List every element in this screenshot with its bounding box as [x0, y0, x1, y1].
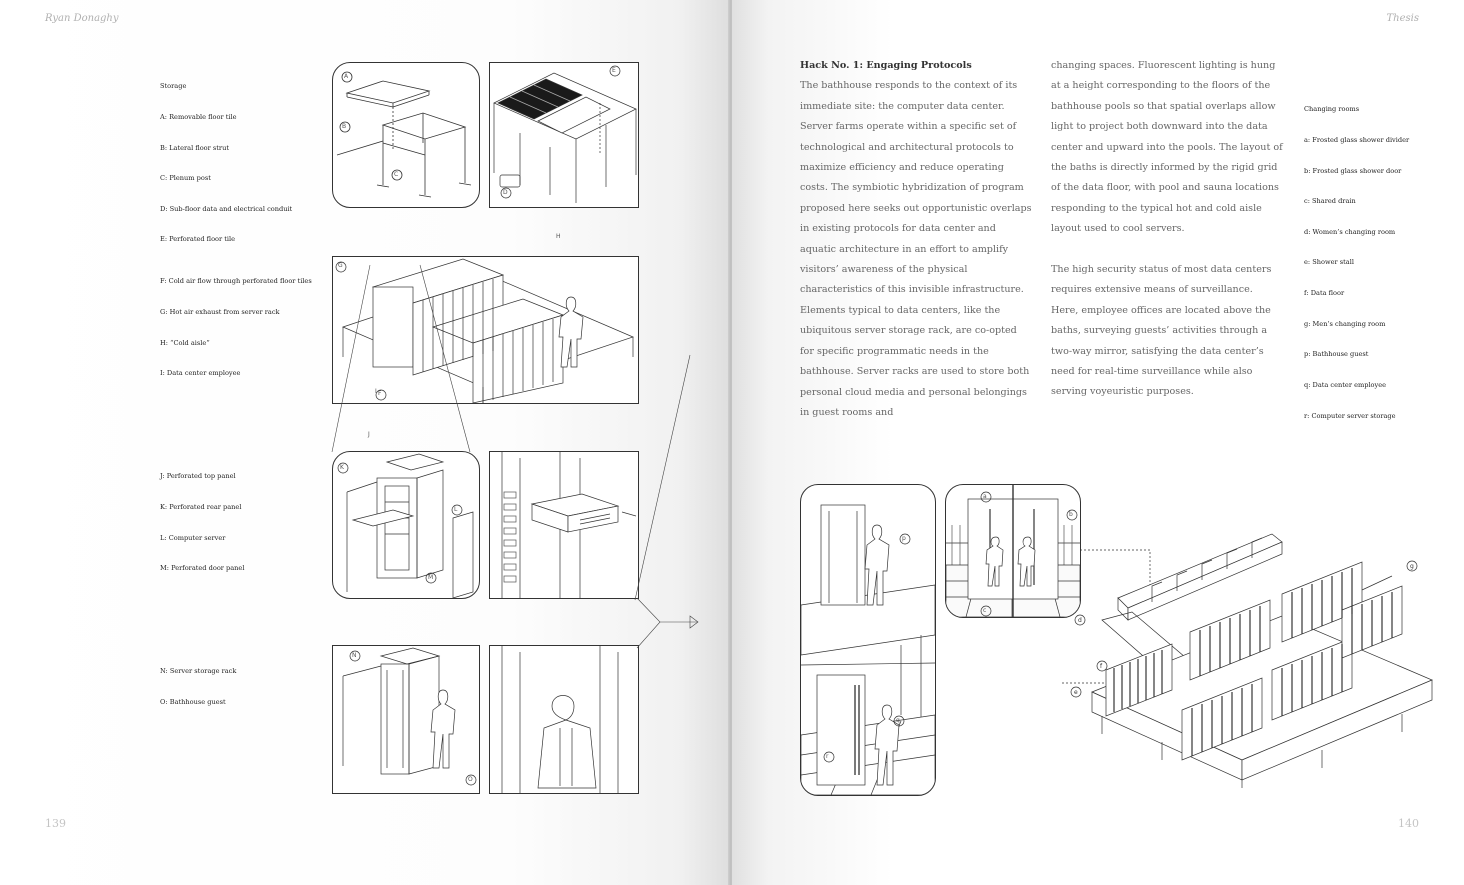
callout-label: g — [1410, 563, 1414, 570]
figure-changing-room-perspective: p q r — [800, 484, 936, 796]
callout-label: f — [1100, 663, 1103, 670]
callout-label: d — [1078, 617, 1082, 624]
callout-label: C — [394, 171, 399, 178]
legend-line: B: Lateral floor strut — [160, 143, 229, 152]
legend-line: J: Perforated top panel — [160, 472, 236, 481]
figure-perforated-floor: E D — [489, 62, 639, 208]
figure-shower-stall: a b c — [945, 484, 1081, 618]
legend-line: a: Frosted glass shower divider — [1304, 136, 1410, 145]
book-gutter — [728, 0, 734, 885]
callout-label: D — [503, 189, 508, 196]
callout-label: A — [344, 73, 349, 80]
hack-title: Hack No. 1: Engaging Protocols — [800, 60, 972, 71]
legend-line: p: Bathhouse guest — [1304, 350, 1369, 359]
callout-label: G — [338, 262, 343, 269]
figure-floor-tile-exploded: A B C — [332, 62, 480, 208]
legend-line: F: Cold air flow through perforated floo… — [160, 277, 312, 286]
legend-line: O: Bathhouse guest — [160, 698, 226, 707]
legend-storage: Storage A: Removable floor tile B: Later… — [160, 61, 292, 265]
legend-line: r: Computer server storage — [1304, 411, 1396, 420]
legend-line: L: Computer server — [160, 533, 226, 542]
legend-line: G: Hot air exhaust from server rack — [160, 308, 280, 317]
page-number-left: 139 — [45, 817, 66, 830]
callout-label: E — [612, 67, 616, 74]
right-page: Thesis 140 Hack No. 1: Engaging Protocol… — [732, 0, 1464, 885]
figure-server-aisle: G F — [332, 256, 639, 404]
legend-rack-guest: N: Server storage rack O: Bathhouse gues… — [160, 646, 236, 728]
legend-airflow: F: Cold air flow through perforated floo… — [160, 256, 312, 399]
callout-label: c — [983, 607, 987, 614]
legend-line: b: Frosted glass shower door — [1304, 166, 1402, 175]
figure-guest-closeup — [489, 645, 639, 794]
callout-label: I — [375, 388, 377, 395]
figure-connector-lines — [331, 264, 699, 649]
left-page: Ryan Donaghy 139 Storage A: Removable fl… — [0, 0, 730, 885]
legend-line: e: Shower stall — [1304, 258, 1354, 267]
body-column-1: Hack No. 1: Engaging Protocols The bathh… — [800, 56, 1032, 444]
legend-line: Storage — [160, 82, 187, 91]
callout-label: F — [378, 390, 382, 397]
callout-label: J — [368, 431, 370, 438]
callout-label: r — [826, 753, 829, 760]
running-head-right: Thesis — [1386, 13, 1420, 24]
callout-label: a — [983, 493, 987, 500]
callout-label: e — [1074, 689, 1078, 696]
legend-line: c: Shared drain — [1304, 197, 1356, 206]
callout-label: L — [454, 506, 458, 513]
legend-line: K: Perforated rear panel — [160, 503, 242, 512]
legend-line: E: Perforated floor tile — [160, 235, 236, 244]
callout-label: M — [428, 574, 434, 581]
body-column-2: changing spaces. Fluorescent lighting is… — [1051, 56, 1283, 423]
legend-line: A: Removable floor tile — [160, 113, 237, 122]
body-paragraph: The bathhouse responds to the context of… — [800, 80, 1032, 418]
legend-line: C: Plenum post — [160, 174, 211, 183]
legend-rack-panels: J: Perforated top panel K: Perforated re… — [160, 451, 244, 594]
body-paragraph: The high security status of most data ce… — [1051, 264, 1272, 398]
callout-label: p — [902, 535, 906, 542]
callout-label: O — [468, 776, 473, 783]
callout-label: q — [896, 717, 900, 724]
legend-line: Changing rooms — [1304, 105, 1360, 114]
figure-rack-server — [489, 451, 639, 599]
legend-line: M: Perforated door panel — [160, 564, 245, 573]
legend-changing-rooms: Changing rooms a: Frosted glass shower d… — [1304, 84, 1409, 441]
callout-label: H — [556, 233, 561, 240]
running-head-left: Ryan Donaghy — [45, 13, 119, 24]
figure-bathhouse-axonometric: d f e g — [1062, 533, 1433, 788]
legend-line: N: Server storage rack — [160, 667, 237, 676]
figure-rack-guest: N O — [332, 645, 480, 794]
legend-line: D: Sub-floor data and electrical conduit — [160, 204, 293, 213]
legend-line: g: Men’s changing room — [1304, 319, 1386, 328]
callout-label: b — [1069, 511, 1073, 518]
legend-line: d: Women’s changing room — [1304, 227, 1396, 236]
callout-label: N — [352, 652, 357, 659]
body-paragraph: changing spaces. Fluorescent lighting is… — [1051, 60, 1283, 235]
legend-line: f: Data floor — [1304, 289, 1345, 298]
legend-line: q: Data center employee — [1304, 380, 1387, 389]
legend-line: I: Data center employee — [160, 369, 241, 378]
callout-label: K — [340, 464, 344, 471]
callout-label: B — [342, 123, 347, 130]
page-number-right: 140 — [1398, 817, 1419, 830]
figure-rack-exploded: K L M — [332, 451, 480, 599]
legend-line: H: “Cold aisle” — [160, 338, 210, 347]
